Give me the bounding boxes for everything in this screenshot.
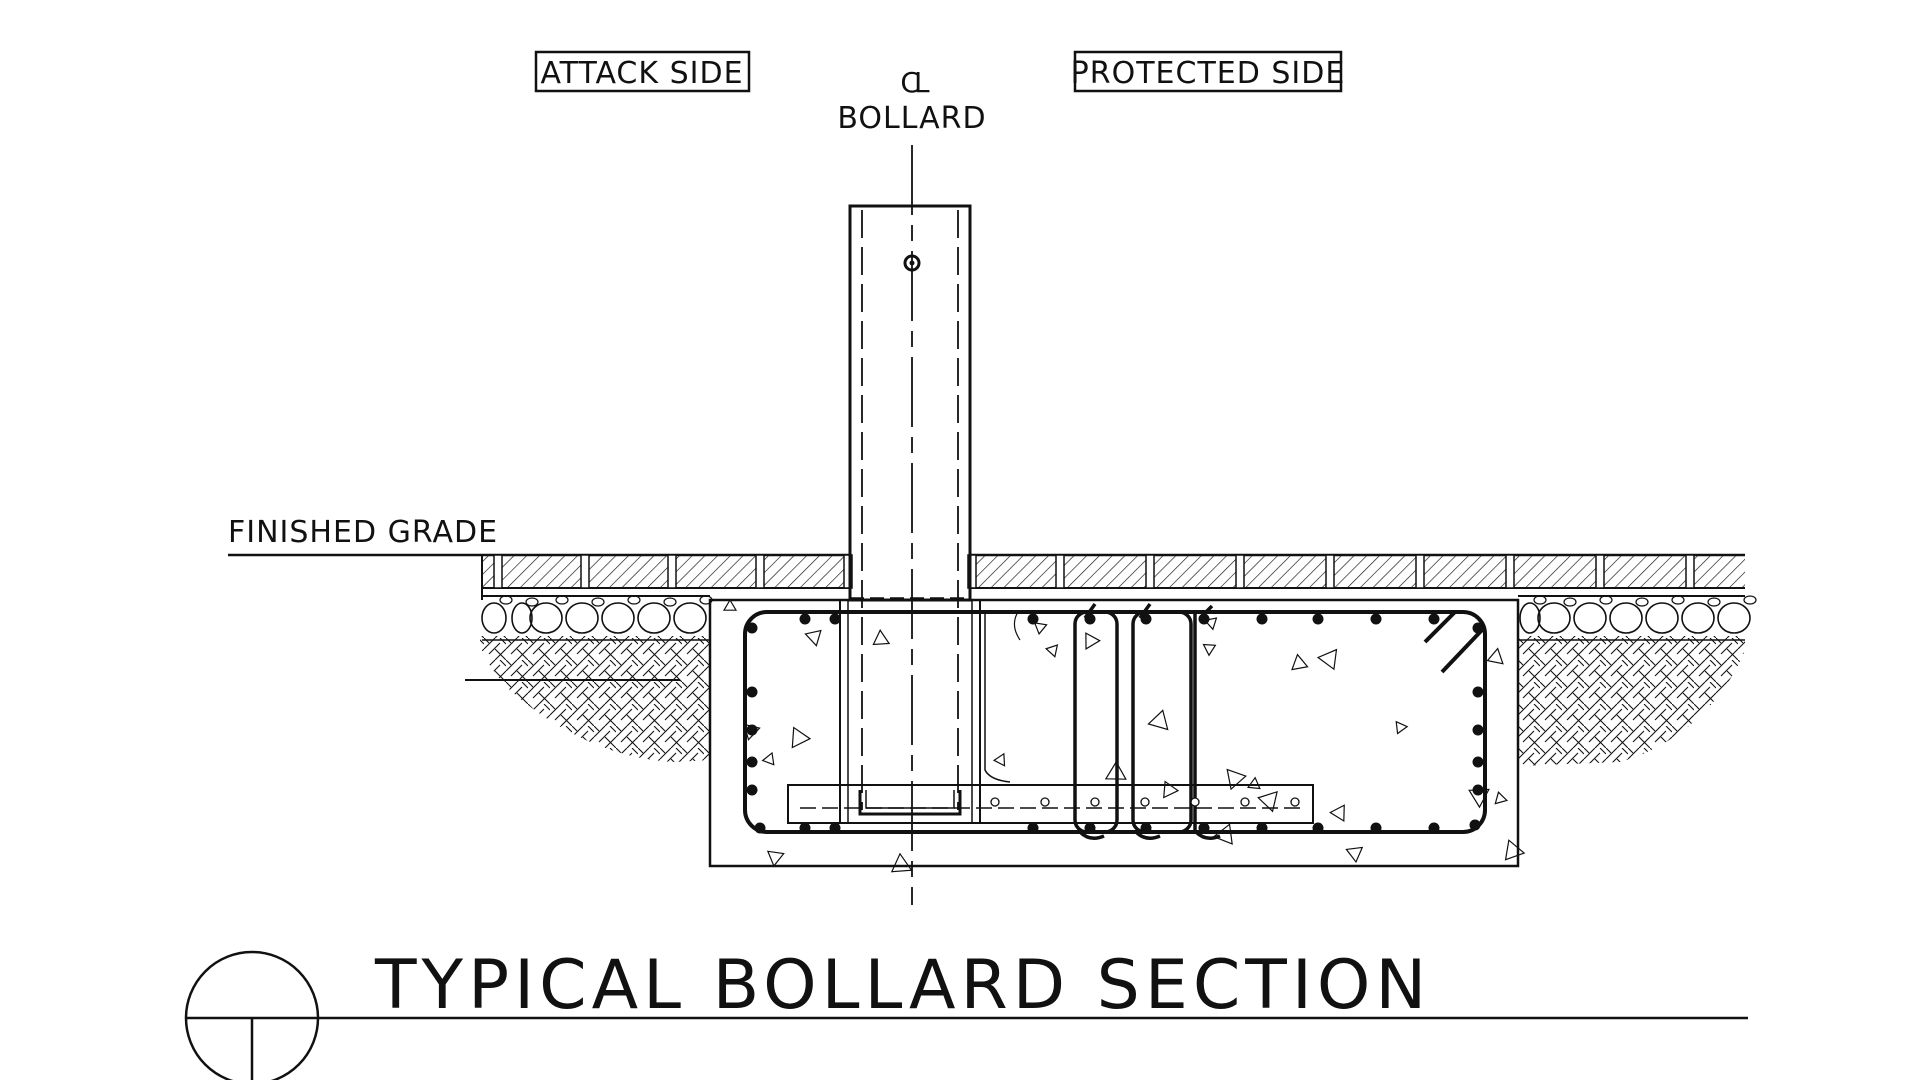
svg-text:FINISHED GRADE: FINISHED GRADE bbox=[228, 515, 498, 550]
gravel-base-left bbox=[481, 595, 713, 634]
section-title-block: TYPICAL BOLLARD SECTION bbox=[184, 946, 1748, 1080]
bollard-sleeve bbox=[839, 600, 1021, 823]
soil-hatch-right bbox=[1518, 636, 1745, 766]
soil-hatch-left bbox=[480, 636, 710, 762]
bollard-post[interactable] bbox=[848, 204, 972, 810]
svg-text:CL: CL bbox=[900, 66, 930, 99]
centerline-label: CL BOLLARD bbox=[837, 66, 986, 136]
protected-side-label: PROTECTED SIDE bbox=[1071, 50, 1346, 93]
svg-text:PROTECTED SIDE: PROTECTED SIDE bbox=[1071, 56, 1346, 91]
paver-layer bbox=[481, 553, 1745, 600]
svg-text:ATTACK SIDE: ATTACK SIDE bbox=[540, 56, 743, 91]
svg-text:BOLLARD: BOLLARD bbox=[837, 101, 986, 136]
attack-side-label: ATTACK SIDE bbox=[534, 50, 751, 93]
base-plate bbox=[787, 784, 1314, 824]
gravel-base-right bbox=[1519, 595, 1757, 634]
finished-grade-label: FINISHED GRADE bbox=[228, 515, 498, 557]
concrete-aggregate bbox=[722, 598, 1526, 873]
section-title: TYPICAL BOLLARD SECTION bbox=[374, 946, 1431, 1025]
rebar-cage bbox=[743, 602, 1487, 840]
